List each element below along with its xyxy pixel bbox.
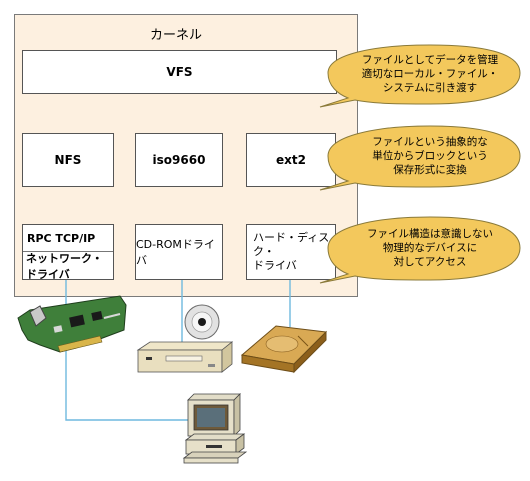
harddisk-driver-label-line1: ハード・ディスク・ [253, 231, 330, 258]
callout-driver-line: 対してアクセス [393, 256, 467, 268]
harddisk-driver-label-line2: ドライバ [253, 259, 297, 272]
cdrom-driver-label: CD-ROMドライバ [136, 238, 215, 267]
network-protocol-label: RPC TCP/IP [23, 225, 113, 252]
network-driver-box: RPC TCP/IP ネットワーク・ドライバ [22, 224, 114, 281]
callout-filesystem-text: ファイルという抽象的な 単位からブロックという 保存形式に変換 [345, 135, 515, 177]
vfs-label: VFS [166, 65, 193, 79]
nfs-label: NFS [54, 153, 82, 167]
callout-vfs-line: 適切なローカル・ファイル・ [361, 68, 499, 80]
callout-vfs-line: ファイルとしてデータを管理 [361, 54, 499, 66]
iso9660-box: iso9660 [135, 133, 223, 187]
callout-driver-text: ファイル構造は意識しない 物理的なデバイスに 対してアクセス [345, 227, 515, 269]
callout-filesystem-line: ファイルという抽象的な [372, 136, 488, 148]
cdrom-drive-icon [136, 341, 234, 373]
computer-icon [182, 393, 248, 464]
cdrom-disc-icon [184, 304, 220, 340]
vfs-box: VFS [22, 50, 337, 94]
network-card-icon [17, 295, 127, 353]
callout-bubble-filesystem [319, 125, 521, 191]
callout-bubble-driver [319, 216, 521, 284]
kernel-title: カーネル [150, 28, 203, 43]
callout-driver-line: 物理的なデバイスに [382, 242, 478, 254]
callout-bubble-vfs [319, 44, 521, 108]
network-driver-label: ネットワーク・ドライバ [26, 252, 103, 281]
ext2-label: ext2 [276, 153, 306, 167]
cdrom-driver-box: CD-ROMドライバ [135, 224, 223, 280]
callout-filesystem-line: 保存形式に変換 [393, 164, 467, 176]
hard-disk-icon [240, 325, 328, 374]
callout-vfs-text: ファイルとしてデータを管理 適切なローカル・ファイル・ システムに引き渡す [345, 53, 515, 95]
callout-driver-line: ファイル構造は意識しない [367, 228, 493, 240]
iso9660-label: iso9660 [152, 153, 206, 167]
ext2-box: ext2 [246, 133, 336, 187]
callout-vfs-line: システムに引き渡す [382, 82, 478, 94]
nfs-box: NFS [22, 133, 114, 187]
callout-filesystem-line: 単位からブロックという [372, 150, 488, 162]
